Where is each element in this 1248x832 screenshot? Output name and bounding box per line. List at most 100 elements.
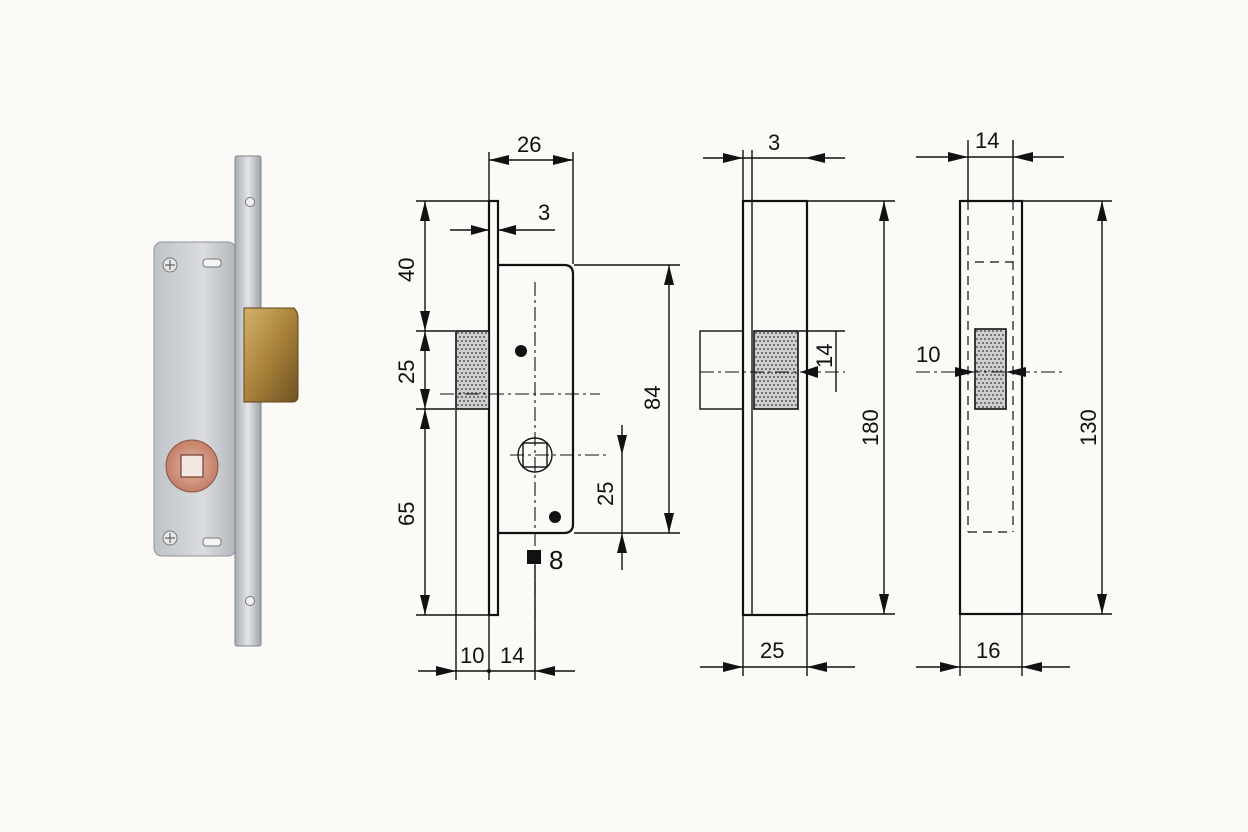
stipple-dot (463, 392, 465, 394)
stipple-dot (463, 368, 465, 370)
photo-follower-square (180, 454, 204, 478)
stipple-dot (465, 372, 467, 374)
stipple-dot (980, 386, 982, 388)
stipple-dot (771, 364, 773, 366)
dim-10-strike-arrow-left (955, 367, 975, 377)
stipple-dot (986, 374, 988, 376)
stipple-dot (767, 396, 769, 398)
stipple-dot (473, 340, 475, 342)
stipple-dot (485, 388, 487, 390)
stipple-dot (465, 404, 467, 406)
stipple-dot (473, 404, 475, 406)
stipple-dot (769, 392, 771, 394)
stipple-dot (459, 368, 461, 370)
stipple-dot (990, 350, 992, 352)
stipple-dot (783, 388, 785, 390)
stipple-dot (771, 404, 773, 406)
stipple-dot (1002, 342, 1004, 344)
stipple-dot (785, 376, 787, 378)
stipple-dot (990, 398, 992, 400)
dim-16-arrow-right (1022, 662, 1042, 672)
stipple-dot (986, 406, 988, 408)
stipple-dot (461, 404, 463, 406)
stipple-dot (755, 348, 757, 350)
stipple-dot (457, 372, 459, 374)
stipple-dot (789, 344, 791, 346)
stipple-dot (471, 368, 473, 370)
side-latch-bolt-stub (699, 330, 744, 410)
stipple-dot (481, 356, 483, 358)
side-view: 3 14 180 25 (699, 130, 895, 676)
stipple-dot (477, 364, 479, 366)
stipple-dot (463, 336, 465, 338)
stipple-dot (775, 404, 777, 406)
stipple-dot (992, 354, 994, 356)
stipple-dot (994, 398, 996, 400)
stipple-dot (994, 406, 996, 408)
stipple-dot (475, 368, 477, 370)
stipple-dot (988, 370, 990, 372)
stipple-dot (992, 338, 994, 340)
stipple-dot (765, 400, 767, 402)
dim-65-arrow-bottom (420, 595, 430, 615)
stipple-dot (771, 332, 773, 334)
front-lock-case (498, 263, 575, 535)
stipple-dot (984, 378, 986, 380)
stipple-dot (769, 384, 771, 386)
stipple-dot (795, 396, 797, 398)
stipple-dot (976, 394, 978, 396)
label-26: 26 (517, 132, 541, 157)
stipple-dot (471, 384, 473, 386)
stipple-dot (787, 348, 789, 350)
stipple-dot (785, 368, 787, 370)
stipple-dot (789, 392, 791, 394)
stipple-dot (461, 372, 463, 374)
label-25-follower: 25 (593, 482, 618, 506)
stipple-dot (984, 330, 986, 332)
stipple-dot (473, 332, 475, 334)
stipple-dot (982, 390, 984, 392)
stipple-dot (1000, 346, 1002, 348)
stipple-dot (781, 344, 783, 346)
stipple-dot (763, 348, 765, 350)
label-3-side: 3 (768, 130, 780, 155)
stipple-dot (485, 364, 487, 366)
stipple-dot (795, 340, 797, 342)
stipple-dot (469, 340, 471, 342)
stipple-dot (763, 340, 765, 342)
stipple-dot (773, 336, 775, 338)
stipple-dot (992, 386, 994, 388)
stipple-dot (783, 348, 785, 350)
stipple-dot (785, 384, 787, 386)
stipple-dot (779, 340, 781, 342)
stipple-dot (481, 348, 483, 350)
stipple-dot (471, 344, 473, 346)
stipple-dot (771, 380, 773, 382)
stipple-dot (980, 330, 982, 332)
dim-25-follower-arrow-bottom (617, 533, 627, 553)
stipple-dot (988, 378, 990, 380)
stipple-dot (767, 348, 769, 350)
stipple-dot (1000, 386, 1002, 388)
stipple-dot (775, 388, 777, 390)
stipple-dot (467, 368, 469, 370)
strike-plate (958, 199, 1024, 616)
stipple-dot (473, 380, 475, 382)
stipple-dot (471, 400, 473, 402)
stipple-dot (767, 332, 769, 334)
stipple-dot (789, 384, 791, 386)
stipple-dot (775, 356, 777, 358)
stipple-dot (463, 360, 465, 362)
stipple-dot (984, 354, 986, 356)
stipple-dot (759, 356, 761, 358)
stipple-dot (485, 372, 487, 374)
stipple-dot (479, 368, 481, 370)
stipple-dot (791, 340, 793, 342)
stipple-dot (988, 362, 990, 364)
stipple-dot (481, 396, 483, 398)
stipple-dot (771, 356, 773, 358)
stipple-dot (996, 354, 998, 356)
stipple-dot (984, 346, 986, 348)
stipple-dot (791, 396, 793, 398)
